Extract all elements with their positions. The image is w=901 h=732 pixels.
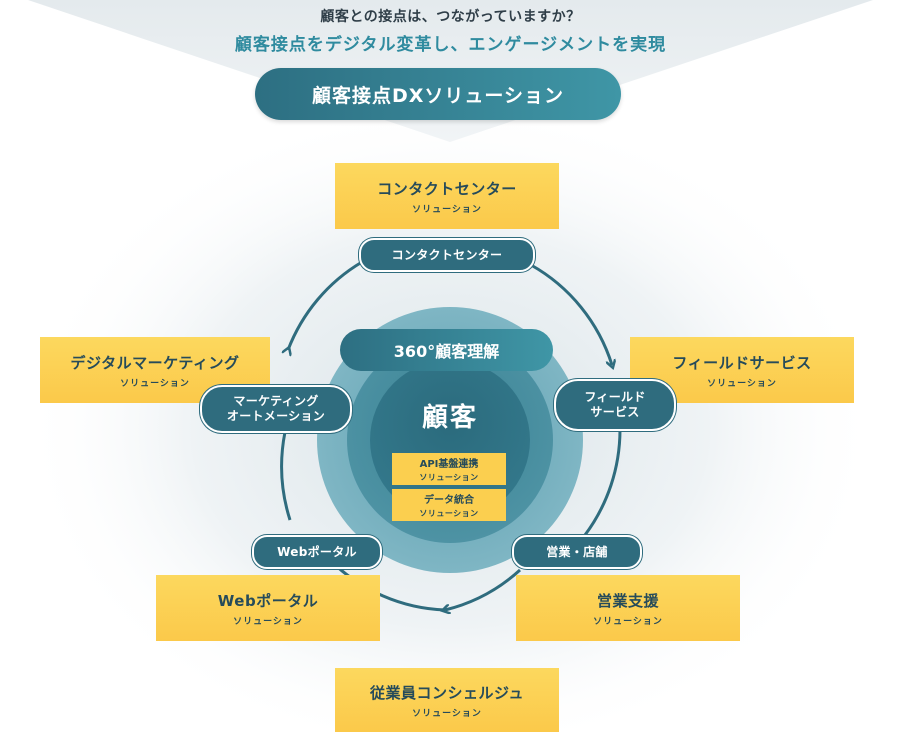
center-customer-label: 顧客 xyxy=(421,403,478,433)
solution-box-web-portal: Webポータル ソリューション xyxy=(156,575,380,641)
node-label-line: オートメーション xyxy=(226,409,326,423)
node-field-service: フィールド サービス xyxy=(554,379,676,431)
solution-box-employee-concierge: 従業員コンシェルジュ ソリューション xyxy=(335,668,559,732)
node-marketing-automation: マーケティング オートメーション xyxy=(200,385,352,433)
inner-box-sub: ソリューション xyxy=(419,473,479,482)
node-contact-center: コンタクトセンター xyxy=(359,238,535,272)
header-subtitle: 顧客接点をデジタル変革し、エンゲージメントを実現 xyxy=(234,35,667,55)
solution-sub: ソリューション xyxy=(233,616,303,627)
solution-sub: ソリューション xyxy=(707,378,777,389)
solution-box-contact-center: コンタクトセンター ソリューション xyxy=(335,163,559,229)
cycle-arc-left xyxy=(280,431,292,521)
solution-box-sales-support: 営業支援 ソリューション xyxy=(516,575,740,641)
inner-box-title: データ統合 xyxy=(424,495,474,506)
cycle-arc-top-right xyxy=(530,263,612,365)
node-label-line: サービス xyxy=(590,405,640,419)
inner-box-api: API基盤連携 ソリューション xyxy=(392,453,506,485)
solution-sub: ソリューション xyxy=(412,204,482,215)
inner-box-data: データ統合 ソリューション xyxy=(392,489,506,521)
solution-title: 従業員コンシェルジュ xyxy=(370,683,524,702)
cycle-arc-right xyxy=(583,429,622,536)
inner-box-sub: ソリューション xyxy=(419,509,479,518)
solution-sub: ソリューション xyxy=(593,616,663,627)
inner-box-title: API基盤連携 xyxy=(419,459,479,470)
header-question: 顧客との接点は、つながっていますか？ xyxy=(320,9,581,25)
cycle-arc-top-left xyxy=(288,260,363,350)
solution-title: Webポータル xyxy=(217,591,319,610)
node-web-portal: Webポータル xyxy=(252,535,382,569)
solution-title: フィールドサービス xyxy=(672,353,812,372)
cycle-arc-bottom xyxy=(445,568,522,610)
solution-title: コンタクトセンター xyxy=(377,179,517,198)
main-title-pill: 顧客接点DXソリューション xyxy=(255,68,621,120)
node-label-line: フィールド xyxy=(584,390,646,404)
solution-title: 営業支援 xyxy=(596,591,659,610)
center-label-pill: 360°顧客理解 xyxy=(340,329,553,371)
solution-sub: ソリューション xyxy=(412,708,482,719)
node-label-line: マーケティング xyxy=(233,394,319,408)
solution-title: デジタルマーケティング xyxy=(70,353,240,372)
node-sales-store: 営業・店舗 xyxy=(512,535,642,569)
solution-sub: ソリューション xyxy=(120,378,190,389)
cycle-arc-bottom-left xyxy=(328,558,446,612)
